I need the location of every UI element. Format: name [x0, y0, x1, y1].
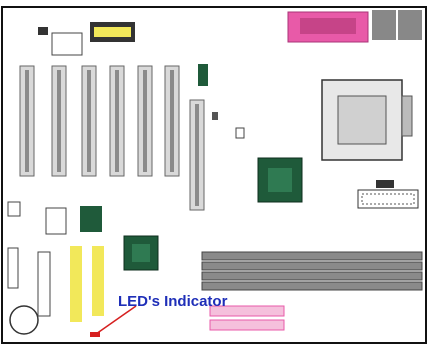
slot-4-groove — [115, 70, 119, 172]
slot-3-groove — [87, 70, 91, 172]
ide-connector-2 — [209, 319, 285, 331]
cmos-battery — [9, 305, 39, 335]
dimm-slot-4 — [201, 281, 423, 291]
eprom-label-yellow — [94, 27, 131, 37]
atx-pins — [361, 193, 415, 205]
agp-slot-groove — [195, 104, 199, 206]
expansion-slots — [19, 65, 205, 211]
small-chip — [212, 112, 218, 120]
usb-connector-1 — [372, 10, 396, 40]
chipset-core — [132, 244, 150, 262]
southbridge-chip — [80, 206, 102, 232]
dimm-slot-3 — [201, 271, 423, 281]
cpu-socket-core — [337, 95, 387, 145]
lpt1-pins — [300, 18, 356, 34]
bios-chip — [51, 32, 83, 56]
jumper-block — [235, 127, 245, 139]
cpu-socket-lever — [401, 95, 413, 137]
i-o-chip — [45, 207, 67, 235]
northbridge-core — [268, 168, 292, 192]
dimm-slot-1 — [201, 251, 423, 261]
slot-6-groove — [170, 70, 174, 172]
capacitor-chip — [198, 64, 208, 86]
yellow-header-2 — [92, 246, 104, 316]
dimm-slots — [201, 251, 423, 291]
ide-connector-1 — [209, 305, 285, 317]
callout-pointer — [95, 305, 137, 335]
usb-connector-2 — [398, 10, 422, 40]
slot-5-groove — [143, 70, 147, 172]
jumper-left — [7, 201, 21, 217]
left-connector-1 — [7, 247, 19, 289]
fan-header — [376, 180, 394, 188]
battery-jumper — [38, 27, 48, 35]
yellow-header-1 — [70, 246, 82, 322]
dimm-slot-2 — [201, 261, 423, 271]
slot-2-groove — [57, 70, 61, 172]
led-indicator — [90, 332, 100, 337]
slot-1-groove — [25, 70, 29, 172]
atx-power-connector — [357, 189, 419, 209]
led-indicator-label: LED's Indicator — [118, 293, 228, 310]
left-connector-2 — [37, 251, 51, 317]
